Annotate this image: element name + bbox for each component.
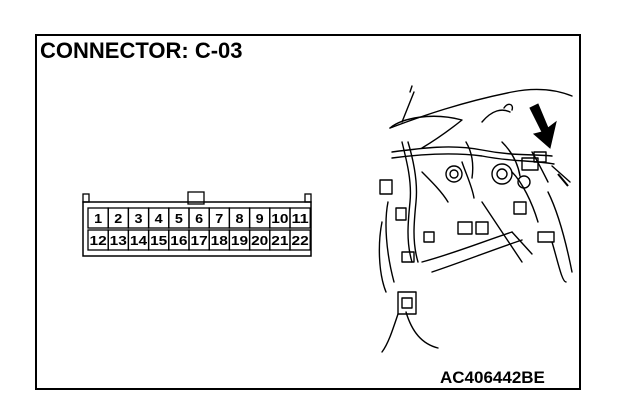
pin-label: 13 bbox=[110, 233, 127, 248]
harness-bundle bbox=[391, 146, 553, 157]
connector-title: CONNECTOR: C-03 bbox=[40, 38, 243, 63]
connector-latch bbox=[187, 191, 205, 205]
pin-label: 21 bbox=[271, 233, 288, 248]
pin-label: 16 bbox=[170, 233, 187, 248]
harness-location-illustration bbox=[378, 85, 573, 353]
pin-label: 14 bbox=[130, 233, 148, 248]
pin-label: 1 bbox=[94, 211, 102, 226]
diagram-frame bbox=[35, 34, 581, 390]
connector-right-tab bbox=[304, 193, 312, 203]
pin-cell bbox=[289, 229, 311, 251]
pin-label: 11 bbox=[292, 211, 309, 226]
pin-label: 22 bbox=[292, 233, 309, 248]
pin-label: 8 bbox=[236, 211, 244, 226]
pin-label: 6 bbox=[195, 211, 203, 226]
pin-label: 2 bbox=[114, 211, 122, 226]
pin-label: 15 bbox=[150, 233, 167, 248]
pin-label: 18 bbox=[211, 233, 228, 248]
pin-label: 20 bbox=[251, 233, 268, 248]
figure-code: AC406442BE bbox=[440, 368, 545, 387]
pointer-arrow bbox=[529, 103, 557, 149]
pin-label: 12 bbox=[90, 233, 107, 248]
connector-left-tab bbox=[82, 193, 90, 203]
dashboard-outline bbox=[389, 88, 573, 129]
pin-label: 5 bbox=[175, 211, 183, 226]
pin-label: 17 bbox=[191, 233, 208, 248]
pin-label: 7 bbox=[215, 211, 223, 226]
pin-label: 10 bbox=[271, 211, 288, 226]
pin-label: 9 bbox=[256, 211, 264, 226]
connector-housing bbox=[82, 201, 312, 257]
pin-label: 19 bbox=[231, 233, 248, 248]
pin-label: 3 bbox=[135, 211, 143, 226]
pin-label: 4 bbox=[155, 211, 164, 226]
pin-cell bbox=[289, 207, 311, 229]
